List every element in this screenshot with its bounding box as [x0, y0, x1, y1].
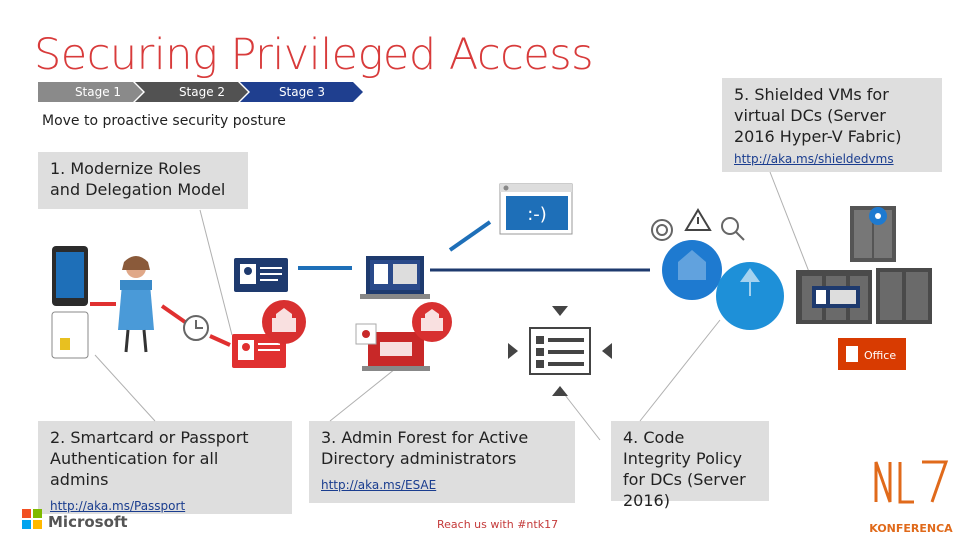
red-id-card-icon: [232, 334, 286, 368]
step-3-link[interactable]: http://aka.ms/ESAE: [321, 478, 437, 492]
footer-hashtag: Reach us with #ntk17: [437, 518, 559, 531]
code-integrity-icon: [508, 306, 612, 396]
step-4-text: 4. Code Integrity Policy for DCs (Server…: [623, 428, 746, 510]
konferenca-wordmark: KONFERENCA: [869, 522, 953, 535]
leader-line-1: [199, 209, 233, 336]
smartcard-icon: [51, 311, 89, 359]
server-rack-2-icon: [876, 268, 932, 324]
slide-subtitle: Move to proactive security posture: [42, 113, 286, 129]
screen-face: :-): [527, 204, 547, 225]
leader-line-4: [564, 394, 601, 441]
office-icon: [846, 346, 858, 362]
microsoft-wordmark: Microsoft: [48, 513, 128, 531]
step-5-text: 5. Shielded VMs for virtual DCs (Server …: [734, 85, 902, 146]
step-5-box: 5. Shielded VMs for virtual DCs (Server …: [722, 78, 942, 172]
blue-connector-2: [448, 220, 492, 252]
red-laptop-icon: [355, 323, 430, 371]
stage-1-label: Stage 1: [74, 85, 122, 99]
step-4-box: 4. Code Integrity Policy for DCs (Server…: [611, 421, 769, 510]
forest-badge: [662, 240, 722, 300]
leader-lines: [94, 171, 821, 441]
smartcard-chip: [60, 338, 70, 350]
step-1-box: 1. Modernize Roles and Delegation Model: [38, 152, 248, 209]
target-icon: [651, 219, 673, 241]
step-2-box: 2. Smartcard or Passport Authentication …: [38, 421, 292, 514]
laptop-castle-icon: [412, 302, 452, 342]
stage-1-chevron: [38, 82, 143, 102]
shielded-vm-rack-icon: [796, 270, 872, 324]
step-1-text: 1. Modernize Roles and Delegation Model: [50, 159, 226, 199]
screen-window-icon: [499, 183, 573, 235]
step-3-box: 3. Admin Forest for Active Directory adm…: [309, 421, 575, 503]
stage-3-label: Stage 3: [278, 85, 326, 99]
red-connector-3: [209, 334, 231, 347]
leader-line-2: [94, 354, 156, 422]
warning-icon: [684, 208, 712, 231]
stage-2-label: Stage 2: [178, 85, 226, 99]
stage-3-chevron: [240, 82, 363, 102]
red-connector-2: [160, 304, 187, 324]
microsoft-logo-icon: [22, 509, 42, 529]
admin-laptop-icon: [360, 256, 430, 299]
step-5-link[interactable]: http://aka.ms/shieldedvms: [734, 152, 894, 166]
office-label: Office: [864, 349, 896, 362]
stage-2-chevron: [135, 82, 248, 102]
step-2-link[interactable]: http://aka.ms/Passport: [50, 499, 186, 513]
magnifier-icon: [721, 217, 745, 241]
server-rack-icon: [850, 206, 896, 262]
id-card-icon: [234, 258, 288, 292]
leader-line-3: [329, 364, 401, 422]
slide-title: Securing Privileged Access: [34, 30, 594, 80]
stage-chevrons: [38, 82, 363, 102]
step-3-text: 3. Admin Forest for Active Directory adm…: [321, 428, 529, 468]
leader-line-5: [639, 319, 721, 422]
admin-person-icon: [118, 256, 154, 353]
phone-screen: [56, 252, 84, 298]
step-2-text: 2. Smartcard or Passport Authentication …: [50, 428, 249, 489]
forest-castle-icon: [262, 300, 306, 344]
konferenca-logo-icon: [874, 460, 949, 504]
